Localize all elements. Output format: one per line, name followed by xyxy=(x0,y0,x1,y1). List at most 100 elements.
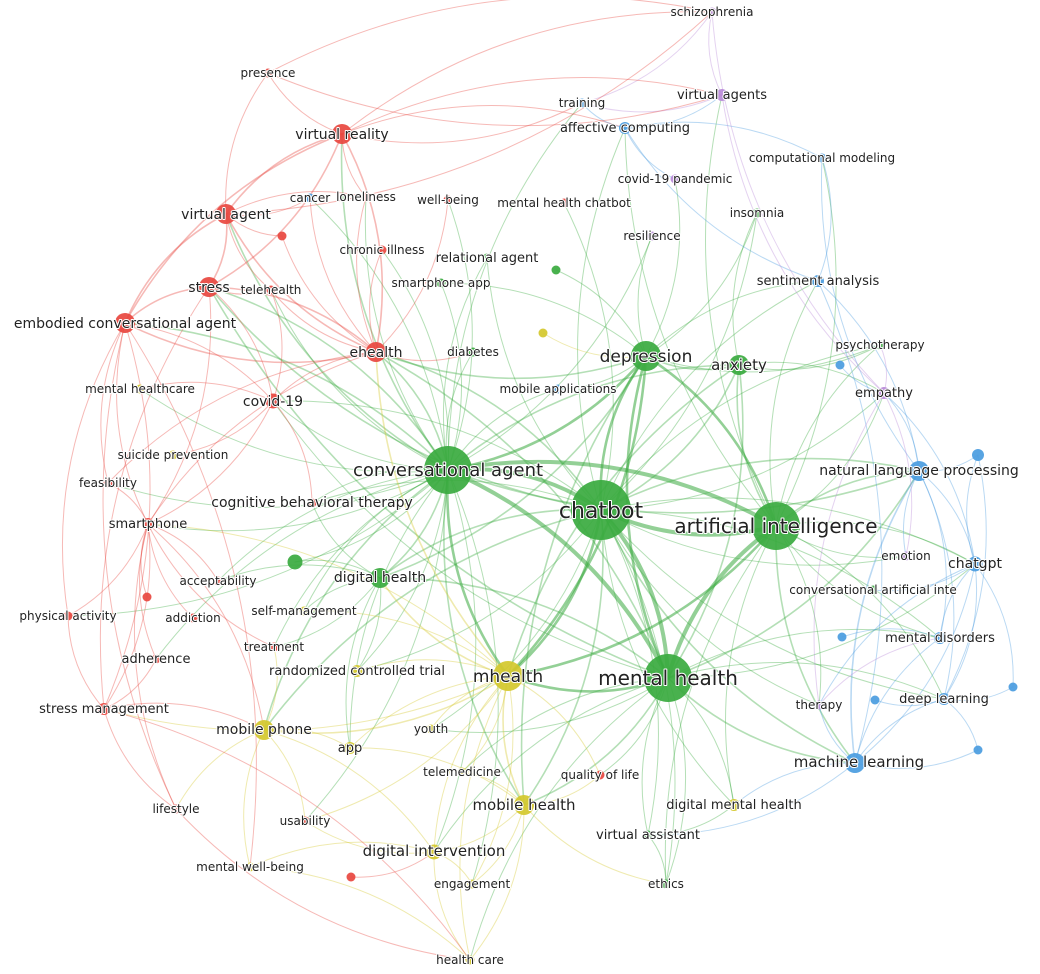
link-edge xyxy=(175,729,265,810)
keyword-label: covid-19 xyxy=(243,394,303,410)
link-edge xyxy=(446,459,778,528)
link-edge xyxy=(225,190,367,215)
link-edge xyxy=(309,197,377,353)
link-edge xyxy=(471,675,514,885)
edge-layer xyxy=(61,0,1014,961)
keyword-node xyxy=(115,313,135,333)
link-edge xyxy=(667,470,920,679)
link-edge xyxy=(100,322,126,484)
link-edge xyxy=(725,525,777,806)
link-edge xyxy=(340,133,449,471)
keyword-node xyxy=(300,816,310,826)
keyword-label: health care xyxy=(436,953,504,967)
link-edge xyxy=(107,351,377,484)
keyword-node xyxy=(643,830,653,840)
link-edge xyxy=(943,454,987,700)
link-edge xyxy=(624,127,819,282)
keyword-label: telemedicine xyxy=(423,765,501,779)
link-edge xyxy=(103,658,157,710)
link-edge xyxy=(208,286,377,353)
link-edge xyxy=(854,563,976,764)
link-edge xyxy=(270,289,377,353)
keyword-label: chatbot xyxy=(559,499,644,524)
link-edge xyxy=(775,521,976,565)
keyword-node xyxy=(571,480,631,540)
keyword-node xyxy=(151,654,161,664)
keyword-node xyxy=(265,393,281,409)
link-edge xyxy=(349,747,525,806)
keyword-label: training xyxy=(559,96,606,110)
keyword-label: adherence xyxy=(122,652,191,667)
link-edge xyxy=(139,381,274,402)
keyword-label: artificial intelligence xyxy=(674,514,877,538)
link-edge xyxy=(147,523,509,677)
link-edge xyxy=(966,454,979,565)
keyword-node xyxy=(277,231,287,241)
link-edge xyxy=(369,249,383,353)
link-edge xyxy=(647,762,856,836)
link-edge xyxy=(124,322,274,402)
link-edge xyxy=(107,469,449,508)
link-edge xyxy=(442,257,488,471)
link-edge xyxy=(147,523,219,582)
keyword-label: quality of life xyxy=(561,768,640,782)
link-edge xyxy=(267,0,713,74)
keyword-node xyxy=(263,68,273,78)
keyword-node xyxy=(878,387,890,399)
link-edge xyxy=(225,11,713,215)
link-edge xyxy=(103,708,177,810)
link-edge xyxy=(124,213,227,324)
link-edge xyxy=(375,199,449,353)
link-edge xyxy=(520,355,647,806)
link-edge xyxy=(356,196,377,353)
keyword-node xyxy=(424,446,472,494)
keyword-label: insomnia xyxy=(730,206,785,220)
keyword-node xyxy=(835,360,845,370)
link-edge xyxy=(208,213,228,288)
keyword-label: mental health chatbot xyxy=(497,196,631,210)
link-edge xyxy=(341,77,723,135)
keyword-node xyxy=(465,955,475,965)
keyword-label: suicide prevention xyxy=(118,448,229,462)
keyword-node xyxy=(817,153,827,163)
keyword-node xyxy=(213,576,223,586)
link-edge xyxy=(208,286,669,679)
link-edge xyxy=(523,804,667,885)
link-edge xyxy=(446,354,648,472)
link-edge xyxy=(102,322,177,810)
link-edge xyxy=(939,563,976,639)
keyword-node xyxy=(307,498,317,508)
keyword-node xyxy=(168,450,178,460)
link-edge xyxy=(854,637,941,764)
link-edge xyxy=(721,94,885,394)
link-edge xyxy=(281,235,377,353)
keyword-node xyxy=(457,767,467,777)
keyword-node xyxy=(98,703,110,715)
link-edge xyxy=(459,675,509,961)
keyword-node xyxy=(728,799,740,811)
link-edge xyxy=(645,178,681,357)
link-edge xyxy=(375,351,509,677)
link-edge xyxy=(249,866,471,961)
keyword-label: cancer xyxy=(290,191,331,205)
link-edge xyxy=(124,133,343,324)
keyword-label: app xyxy=(338,741,362,756)
link-edge xyxy=(375,351,647,380)
link-edge xyxy=(667,563,976,679)
link-edge xyxy=(433,851,471,961)
keyword-node xyxy=(707,7,717,17)
keyword-label: virtual assistant xyxy=(596,828,700,843)
keyword-label: schizophrenia xyxy=(671,5,754,19)
keyword-label: covid-19 pandemic xyxy=(618,172,733,186)
keyword-label: digital mental health xyxy=(666,798,801,813)
keyword-node xyxy=(344,742,356,754)
link-edge xyxy=(139,388,449,473)
keyword-node xyxy=(436,278,446,288)
keyword-label: telehealth xyxy=(241,283,302,297)
link-edge xyxy=(225,133,343,215)
link-edge xyxy=(818,563,976,706)
link-edge xyxy=(116,322,149,525)
keyword-label: diabetes xyxy=(447,345,499,359)
link-edge xyxy=(243,729,265,868)
link-edge xyxy=(775,525,856,764)
